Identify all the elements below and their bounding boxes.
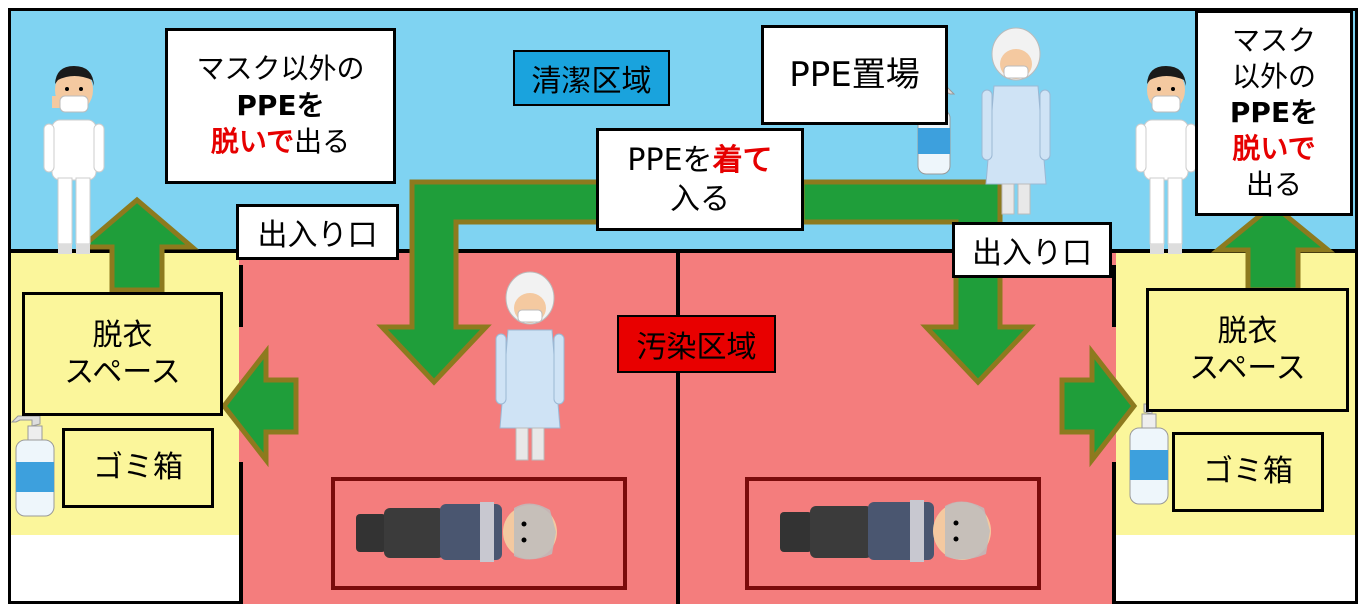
nurse-figure-right xyxy=(1135,66,1197,254)
left-instruction-line1: マスク以外の xyxy=(196,52,365,86)
sanitizer-bottle-icon-right xyxy=(1129,403,1174,505)
left-changing-space-label: 脱衣 スペース xyxy=(22,292,223,416)
left-instruction-emphasis: 脱いで xyxy=(210,125,295,159)
ppe-storage-label: PPE置場 xyxy=(761,25,948,125)
exit-arrow-right-horizontal xyxy=(1059,344,1138,468)
right-changing-line2: スペース xyxy=(1189,351,1306,386)
wear-instruction-line2: 入る xyxy=(670,181,730,217)
bed-left xyxy=(331,477,627,590)
clean-area-label-text: 清潔区域 xyxy=(531,64,652,99)
right-instruction-tail: 出る xyxy=(1245,167,1302,201)
zone-divider xyxy=(11,249,1355,253)
nurse-figure-left xyxy=(43,66,105,254)
exit-arrow-left-horizontal xyxy=(220,344,299,468)
exit-arrow-left-up xyxy=(75,196,199,293)
right-instruction-line3: PPEを xyxy=(1229,96,1319,130)
left-exit-instruction: マスク以外の PPEを 脱いで出る xyxy=(165,28,396,184)
right-trash-text: ゴミ箱 xyxy=(1203,454,1293,490)
right-wall-bottom xyxy=(1112,462,1116,604)
left-changing-line1: 脱衣 xyxy=(92,317,153,353)
right-exit-instruction: マスク 以外の PPEを 脱いで 出る xyxy=(1195,10,1353,216)
left-trash-label: ゴミ箱 xyxy=(62,428,214,508)
right-entrance-text: 出入り口 xyxy=(972,236,1092,271)
right-instruction-line1: マスク xyxy=(1231,24,1316,58)
left-instruction-line2: PPEを xyxy=(236,88,325,122)
right-entrance-label: 出入り口 xyxy=(952,222,1112,278)
contaminated-area-label-text: 汚染区域 xyxy=(636,330,757,365)
wear-ppe-instruction: PPEを着て 入る xyxy=(596,128,804,231)
patient-icon-right xyxy=(780,500,991,562)
sanitizer-bottle-icon-left xyxy=(10,415,55,517)
clean-area-label: 清潔区域 xyxy=(513,50,670,106)
left-wall-bottom xyxy=(239,462,243,604)
left-entrance-text: 出入り口 xyxy=(257,218,378,253)
contaminated-area-label: 汚染区域 xyxy=(617,315,776,373)
wear-instruction-prefix: PPEを xyxy=(627,142,713,178)
left-instruction-tail: 出る xyxy=(294,125,351,159)
entry-arrow-left xyxy=(376,179,603,386)
ppe-gowned-figure-room xyxy=(495,271,565,461)
left-trash-text: ゴミ箱 xyxy=(93,450,183,486)
patient-icon-left xyxy=(356,502,557,562)
right-instruction-emphasis: 脱いで xyxy=(1232,131,1316,165)
left-entrance-label: 出入り口 xyxy=(236,204,399,260)
exit-arrow-right-up xyxy=(1210,201,1336,293)
right-changing-line1: 脱衣 xyxy=(1217,313,1278,349)
room-divider xyxy=(676,253,680,604)
left-changing-line2: スペース xyxy=(64,355,181,390)
bed-right xyxy=(745,477,1041,590)
ppe-gowned-figure-storage xyxy=(981,27,1051,215)
right-instruction-line2: 以外の xyxy=(1231,60,1316,94)
ppe-storage-text: PPE置場 xyxy=(789,54,920,95)
right-trash-label: ゴミ箱 xyxy=(1172,432,1324,512)
wear-instruction-emphasis: 着て xyxy=(712,142,773,178)
right-changing-space-label: 脱衣 スペース xyxy=(1146,288,1349,412)
right-wall-top xyxy=(1112,265,1116,327)
left-wall-top xyxy=(239,265,243,327)
